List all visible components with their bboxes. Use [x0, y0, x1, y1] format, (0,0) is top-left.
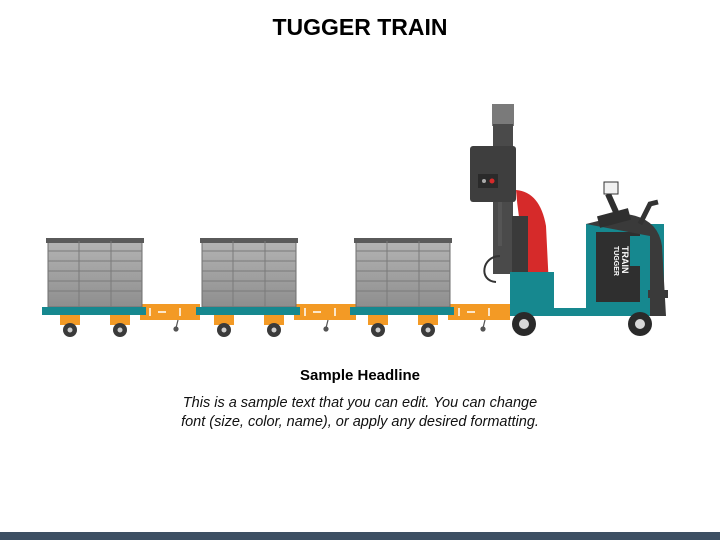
cart-connectors — [140, 304, 510, 332]
tractor-label-top: TUGGER — [612, 246, 619, 276]
body-text: This is a sample text that you can edit.… — [150, 394, 570, 432]
tractor-label-bottom: TRAIN — [620, 246, 630, 274]
sample-headline: Sample Headline — [299, 367, 421, 384]
cart-3 — [350, 238, 454, 337]
tugger-train-illustration: TUGGER TRAIN — [42, 104, 668, 337]
tugger-tractor: TUGGER TRAIN — [470, 104, 668, 336]
page-title: TUGGER TRAIN — [272, 14, 448, 40]
body-text-line-2: font (size, color, name), or apply any d… — [181, 414, 539, 430]
footer-bar — [0, 532, 720, 540]
cart-1 — [42, 238, 146, 337]
cart-2 — [196, 238, 300, 337]
body-text-line-1: This is a sample text that you can edit.… — [182, 395, 538, 411]
